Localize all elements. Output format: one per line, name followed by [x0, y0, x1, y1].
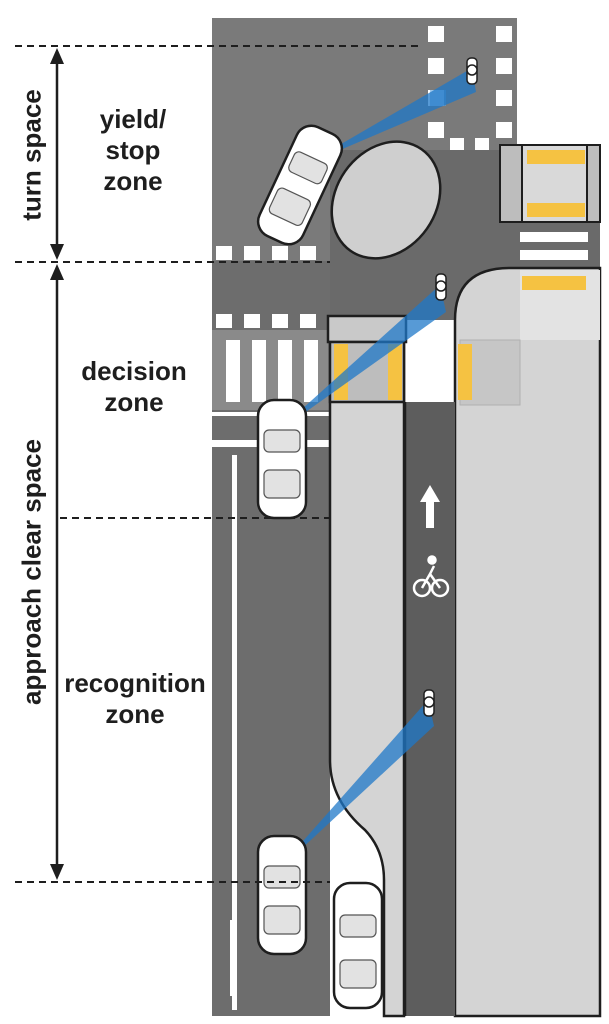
- dimension-arrow-approach: [50, 264, 64, 880]
- turn-space-label: turn space: [14, 81, 50, 229]
- sidewalk-right: [453, 266, 602, 1018]
- median-ellipse: [330, 140, 442, 260]
- dotted-markings-row-2: [216, 314, 316, 328]
- car-icon: [256, 124, 344, 246]
- upper-right-island-yellow-2: [527, 203, 585, 217]
- upper-right-island-yellow-1: [527, 150, 585, 164]
- bike-yellow: [458, 344, 472, 400]
- car-icon: [332, 881, 384, 1010]
- bicycle-icon: [412, 555, 450, 598]
- decision-zone-label: decision zone: [81, 356, 187, 418]
- buffer-yellow-right: [388, 344, 402, 400]
- car-icon: [256, 834, 308, 956]
- up-arrow-icon: [420, 485, 440, 528]
- right-yellow-band: [522, 276, 586, 290]
- recognition-zone-label: recognition zone: [64, 668, 206, 730]
- cyclist-icon: [435, 273, 447, 301]
- dotted-markings-row: [216, 246, 316, 260]
- sight-cone: [272, 68, 476, 876]
- cyclist-icon: [466, 57, 478, 85]
- lane-line-dash: [230, 920, 235, 996]
- yield-stop-zone-label: yield/ stop zone: [99, 104, 167, 197]
- dimension-arrow-turn: [50, 48, 64, 260]
- crosswalk-upper-right: [520, 18, 588, 260]
- car-icon: [256, 398, 308, 520]
- dimension-lines: [15, 45, 418, 883]
- upper-right-island-edge: [499, 144, 523, 223]
- crosswalk-main: [226, 340, 453, 402]
- cyclist-icon: [423, 689, 435, 717]
- lane-line-solid: [232, 455, 237, 1010]
- upper-right-island-edge-r: [586, 144, 601, 223]
- buffer-island: [328, 316, 406, 1018]
- approach-clear-space-label: approach clear space: [14, 431, 50, 713]
